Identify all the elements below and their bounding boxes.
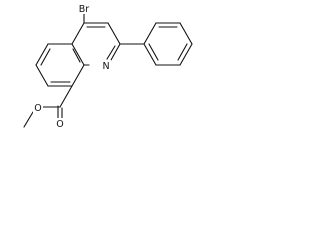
double-bond-c4a-c8a [72, 48, 81, 63]
carbonyl-oxygen-label: O [56, 119, 63, 130]
double-bond-c5-c6 [40, 48, 51, 66]
bond-ph3-ph4 [179, 22, 193, 45]
benzo-ring [35, 43, 85, 87]
ester-oxygen-label-mask [33, 102, 43, 113]
bond-c8a-c4a [71, 43, 85, 66]
ester-oxygen-label: O [34, 103, 41, 114]
bond-c2-n1 [110, 43, 121, 61]
bond-c8-c8a [71, 64, 85, 87]
ring-nitrogen-label: N [102, 61, 109, 72]
nitrogen-label-mask [101, 60, 111, 71]
bond-c5-c6 [35, 43, 49, 66]
bond-c4a-c4 [71, 22, 85, 45]
bromine-label: Br [79, 4, 90, 15]
molecule-structure-diagram: Br N O O [23, 3, 193, 130]
double-bond-ph4-ph5 [177, 43, 188, 61]
phenyl-ring [119, 22, 193, 66]
pyridine-ring [71, 22, 121, 66]
methyl-ester [23, 85, 73, 128]
bromine-label-mask [77, 3, 91, 14]
bond-ph6-ph1 [143, 43, 157, 66]
bond-c8-carbonyl [59, 85, 73, 108]
double-bond-c2-n1 [106, 45, 116, 60]
bond-ph1-ph2 [143, 22, 157, 45]
double-bond-ph6-ph1 [148, 43, 159, 61]
bond-c6-c7 [35, 64, 49, 87]
bond-ester-o-methyl [23, 111, 34, 128]
bond-ph4-ph5 [179, 43, 193, 66]
bond-c3-c2 [107, 22, 121, 45]
carbonyl-oxygen-label-mask [55, 118, 65, 129]
